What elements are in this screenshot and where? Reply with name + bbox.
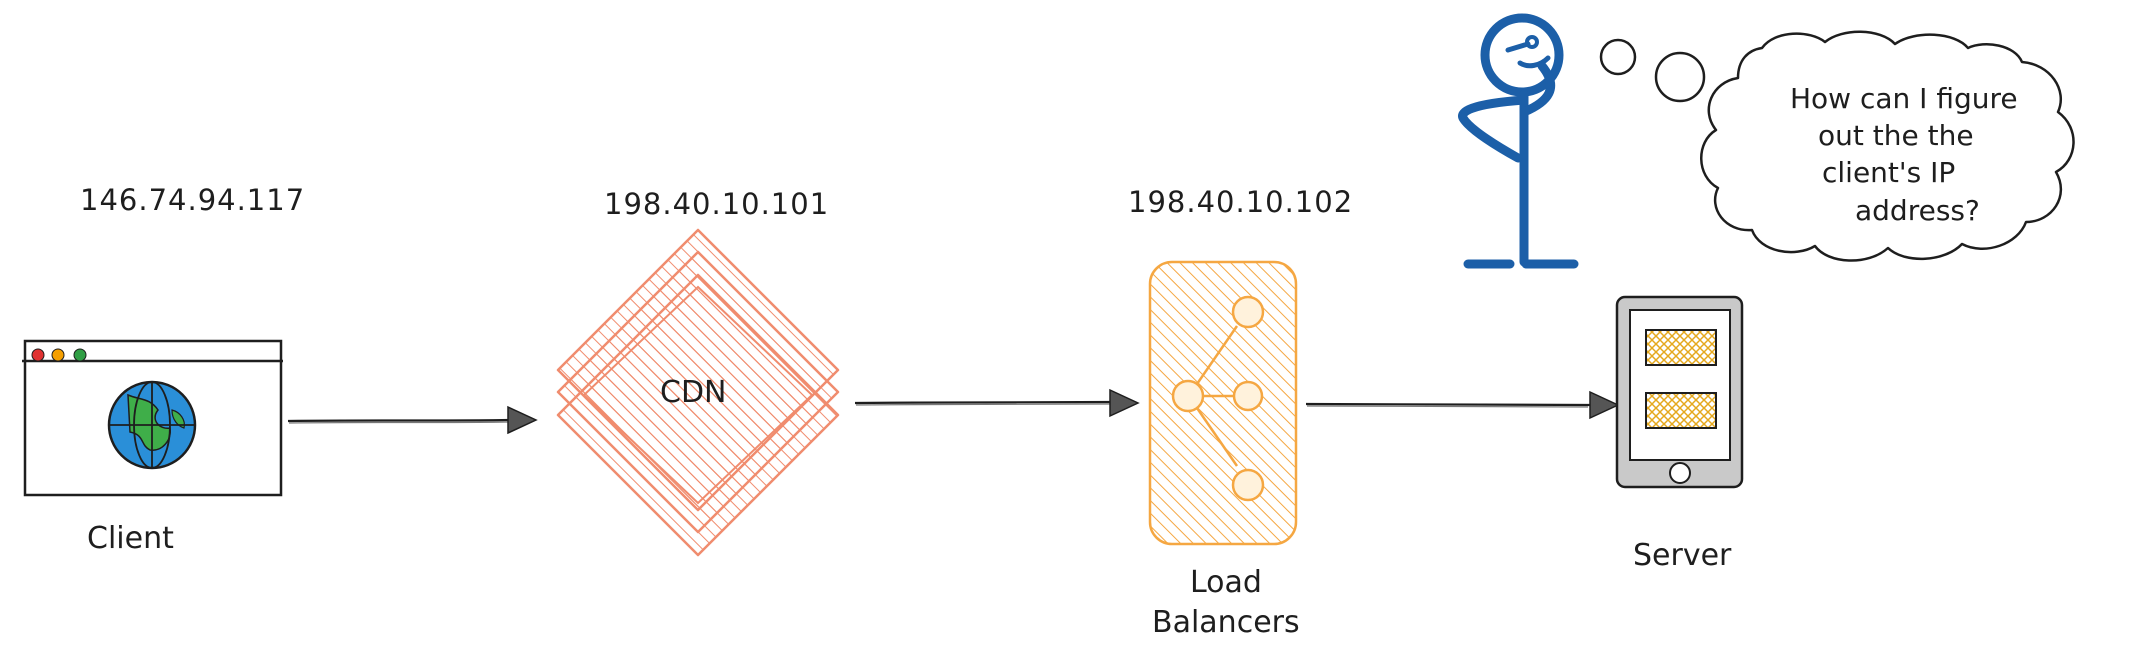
thought-line-3: client's IP [1822,156,1955,189]
browser-globe-icon [22,339,283,497]
thought-line-4: address? [1855,194,1980,227]
cdn-ip-address: 198.40.10.101 [604,187,829,221]
load-balancer-ip-address: 198.40.10.102 [1128,185,1353,219]
edge-load-balancer-to-server [1305,390,1620,420]
load-balancer-label-line1: Load [1190,565,1262,600]
server-icon [1615,295,1744,489]
cdn-stack-icon [556,228,840,557]
thought-bubble: How can I figure out the the client's IP… [1599,30,2075,262]
client-ip-address: 146.74.94.117 [80,183,305,217]
cdn-label: CDN [660,375,727,410]
edge-client-to-cdn [287,405,538,435]
load-balancer-label-line2: Balancers [1152,605,1300,640]
load-balancer-icon [1148,260,1298,546]
stick-figure-icon [1458,13,1579,269]
thought-line-2: out the the [1818,119,1974,152]
server-label: Server [1633,538,1732,573]
client-label: Client [87,521,174,556]
thought-line-1: How can I figure [1790,82,2018,115]
edge-cdn-to-load-balancer [854,388,1140,418]
